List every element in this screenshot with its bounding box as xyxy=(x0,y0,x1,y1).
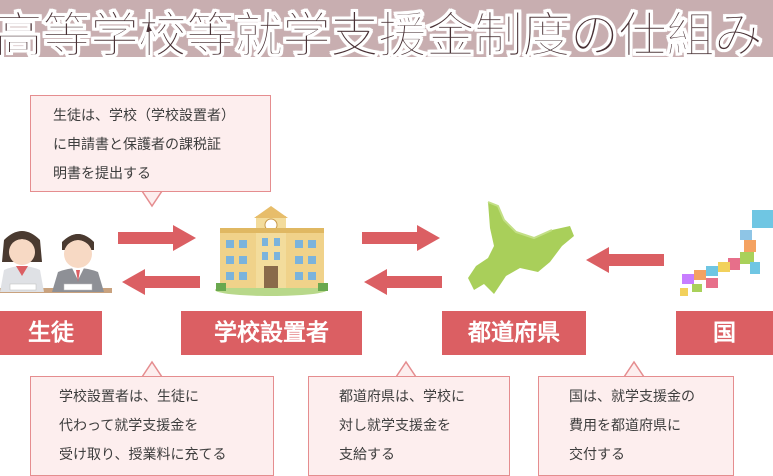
prefecture-note-line-1: 都道府県は、学校に xyxy=(339,389,465,405)
country-note-line-1: 国は、就学支援金の xyxy=(569,389,695,405)
country-note-line-3: 交付する xyxy=(569,447,625,463)
student-note: 生徒は、学校（学校設置者） に申請書と保護者の課税証 明書を提出する xyxy=(30,95,271,192)
arrow-country-to-prefecture xyxy=(586,247,664,273)
student-note-line-2: に申請書と保護者の課税証 xyxy=(53,137,221,153)
arrow-student-to-school xyxy=(118,225,196,251)
prefecture-note-tail xyxy=(394,360,418,378)
country-note-tail xyxy=(622,360,646,378)
arrow-prefecture-to-school xyxy=(364,269,442,295)
flow-arrows xyxy=(118,225,664,295)
student-note-line-1: 生徒は、学校（学校設置者） xyxy=(53,108,235,124)
prefecture-note-line-2: 対し就学支援金を xyxy=(339,418,451,434)
school-note-tail xyxy=(140,360,164,378)
page-title: 高等学校等就学支援金制度の仕組み xyxy=(0,7,764,58)
arrow-school-to-student xyxy=(122,269,200,295)
arrow-school-to-prefecture xyxy=(362,225,440,251)
prefecture-note: 都道府県は、学校に 対し就学支援金を 支給する xyxy=(308,376,510,476)
country-label: 国 xyxy=(676,311,773,355)
japan-map-icon xyxy=(680,210,773,296)
title-bar: 高等学校等就学支援金制度の仕組み xyxy=(0,0,773,57)
student-note-tail xyxy=(140,190,164,208)
school-building-icon xyxy=(215,206,328,296)
school-note-line-3: 受け取り、授業料に充てる xyxy=(59,447,227,463)
student-label: 生徒 xyxy=(0,311,102,355)
hokkaido-map-icon xyxy=(468,201,574,294)
student-note-line-3: 明書を提出する xyxy=(53,166,151,182)
school-note-line-1: 学校設置者は、生徒に xyxy=(59,389,199,405)
prefecture-label: 都道府県 xyxy=(442,311,586,355)
school-label: 学校設置者 xyxy=(181,311,362,355)
school-note: 学校設置者は、生徒に 代わって就学支援金を 受け取り、授業料に充てる xyxy=(30,376,274,476)
prefecture-note-line-3: 支給する xyxy=(339,447,395,463)
country-note-line-2: 費用を都道府県に xyxy=(569,418,681,434)
school-note-line-2: 代わって就学支援金を xyxy=(59,418,199,434)
country-note: 国は、就学支援金の 費用を都道府県に 交付する xyxy=(538,376,734,476)
students-icon xyxy=(0,231,112,293)
